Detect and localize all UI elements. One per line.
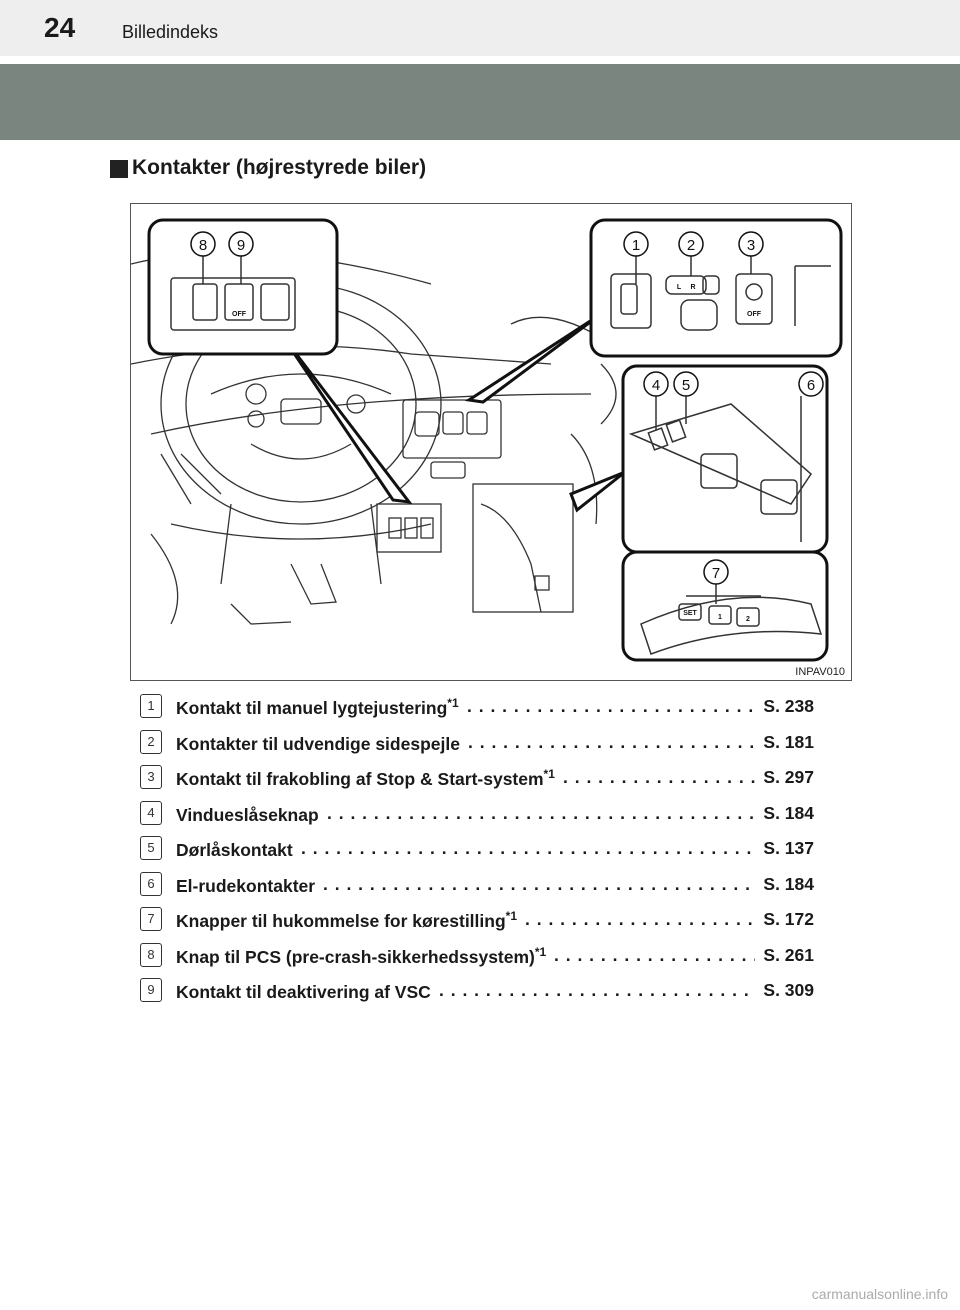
mirror-right-label: R — [690, 284, 695, 291]
callout-1: 1 — [632, 237, 640, 254]
item-label: Kontakt til frakobling af Stop & Start-s… — [176, 767, 555, 789]
item-number-badge: 3 — [140, 765, 162, 789]
item-number-badge: 4 — [140, 800, 162, 825]
leader-dots: . . . . . . . . . . . . . . . . . . . . … — [327, 802, 755, 823]
leader-dots: . . . . . . . . . . . . . . . . . . . . … — [439, 980, 755, 1000]
list-item: 1 Kontakt til manuel lygtejustering*1 . . … — [140, 690, 820, 720]
page-reference[interactable]: S. 184 — [763, 802, 814, 823]
page-number: 24 — [44, 12, 76, 43]
list-item: 2 Kontakter til udvendige sidespejle . . .… — [140, 726, 820, 756]
page-reference[interactable]: S. 172 — [763, 909, 814, 929]
memory-2-label: 2 — [746, 616, 750, 623]
callout-2: 2 — [687, 237, 695, 254]
figure-id: INPAV010 — [795, 666, 845, 678]
footnote-marker: *1 — [534, 944, 547, 959]
leader-dots: . . . . . . . . . . . . . . . . . . . . … — [301, 838, 755, 858]
list-item: 9 Kontakt til deaktivering af VSC . . . . … — [140, 974, 820, 1004]
leader-dots: . . . . . . . . . . . . . . . . . . . . … — [323, 873, 755, 894]
set-label: SET — [683, 610, 697, 617]
page-reference[interactable]: S. 184 — [763, 873, 814, 894]
callout-9: 9 — [237, 237, 245, 254]
mirror-left-label: L — [677, 284, 682, 291]
leader-dots: . . . . . . . . . . . . . . . . . . . . … — [468, 731, 755, 752]
dashboard-drawing: 8 9 1 2 3 4 5 6 7 OFF OFF SET L R 1 2 — [130, 218, 843, 662]
section-heading: Kontakter (højrestyrede biler) — [132, 156, 427, 179]
list-item: 5 Dørlåskontakt . . . . . . . . . . . . . … — [140, 832, 820, 862]
item-label: Knapper til hukommelse for kørestilling*… — [176, 909, 517, 931]
item-label: Vindueslåseknap — [176, 804, 319, 825]
callout-5: 5 — [682, 377, 690, 394]
item-label: El-rudekontakter — [176, 875, 316, 896]
item-label: Kontakt til manuel lygtejustering*1 — [176, 696, 459, 718]
list-item: 4 Vindueslåseknap . . . . . . . . . . . . … — [140, 797, 820, 827]
memory-1-label: 1 — [718, 614, 722, 621]
off-label-stop-start: OFF — [747, 311, 762, 318]
item-label: Kontakt til deaktivering af VSC — [176, 981, 431, 1002]
leader-dots: . . . . . . . . . . . . . . . . . . . . … — [554, 944, 755, 965]
leader-dots: . . . . . . . . . . . . . . . . . . . . … — [467, 696, 755, 716]
leader-dots: . . . . . . . . . . . . . . . . . . . . … — [525, 909, 755, 929]
header-band — [0, 64, 960, 140]
item-number-badge: 7 — [140, 907, 162, 931]
item-number-badge: 2 — [140, 729, 162, 754]
callout-6: 6 — [807, 377, 815, 394]
page-reference[interactable]: S. 261 — [763, 944, 814, 965]
list-item: 3 Kontakt til frakobling af Stop & Start-… — [140, 761, 820, 791]
item-label: Dørlåskontakt — [176, 839, 293, 860]
callout-3: 3 — [747, 237, 755, 254]
leader-dots: . . . . . . . . . . . . . . . . . . . . … — [563, 767, 755, 787]
item-number-badge: 9 — [140, 978, 162, 1002]
page-reference[interactable]: S. 309 — [763, 980, 814, 1000]
page-header: 24 Billedindeks — [0, 0, 960, 56]
footnote-marker: *1 — [447, 696, 459, 710]
item-number-badge: 1 — [140, 694, 162, 718]
page-reference[interactable]: S. 137 — [763, 838, 814, 858]
page-title: Billedindeks — [122, 22, 219, 42]
list-item: 7 Knapper til hukommelse for kørestilling… — [140, 903, 820, 933]
item-number-badge: 5 — [140, 836, 162, 860]
page-reference[interactable]: S. 297 — [763, 767, 814, 787]
watermark: carmanualsonline.info — [811, 1286, 948, 1302]
page-reference[interactable]: S. 181 — [763, 731, 814, 752]
item-number-badge: 8 — [140, 942, 162, 967]
footnote-marker: *1 — [505, 909, 517, 923]
page-reference[interactable]: S. 238 — [763, 696, 814, 716]
footnote-marker: *1 — [543, 767, 555, 781]
callout-4: 4 — [652, 377, 660, 394]
section-bullet-icon — [110, 160, 128, 178]
list-item: 8 Knap til PCS (pre-crash-sikkerhedssyste… — [140, 939, 820, 969]
item-number-badge: 6 — [140, 871, 162, 896]
list-item: 6 El-rudekontakter . . . . . . . . . . . .… — [140, 868, 820, 898]
callout-8: 8 — [199, 237, 207, 254]
off-label-vsc: OFF — [232, 311, 247, 318]
dashboard-illustration: 8 9 1 2 3 4 5 6 7 OFF OFF SET L R 1 2 IN… — [130, 203, 852, 681]
item-label: Knap til PCS (pre-crash-sikkerhedssystem… — [176, 944, 547, 967]
item-label: Kontakter til udvendige sidespejle — [176, 733, 460, 754]
callout-7: 7 — [712, 565, 720, 582]
